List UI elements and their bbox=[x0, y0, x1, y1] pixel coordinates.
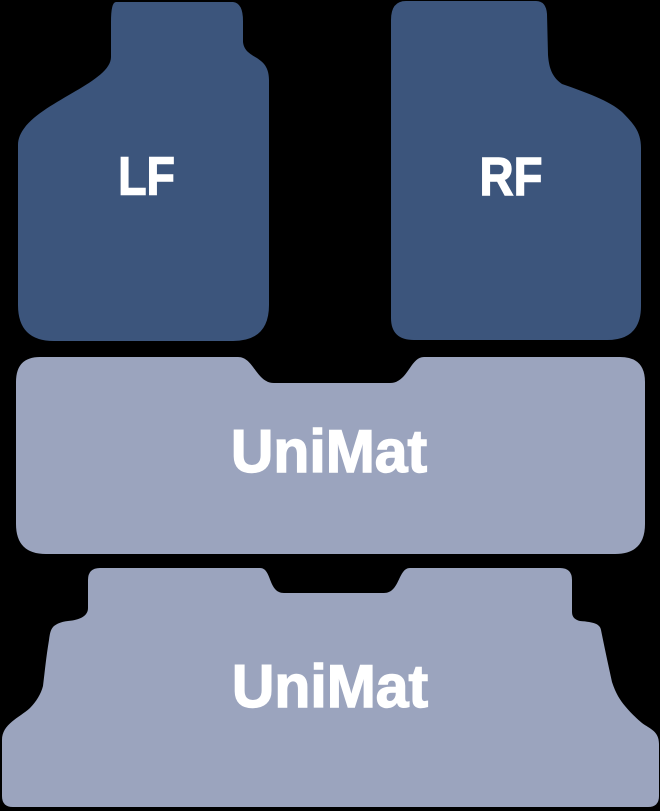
svg-text:RF: RF bbox=[480, 146, 543, 207]
svg-text:UniMat: UniMat bbox=[232, 653, 429, 721]
svg-text:LF: LF bbox=[118, 145, 175, 206]
svg-text:UniMat: UniMat bbox=[231, 418, 428, 486]
